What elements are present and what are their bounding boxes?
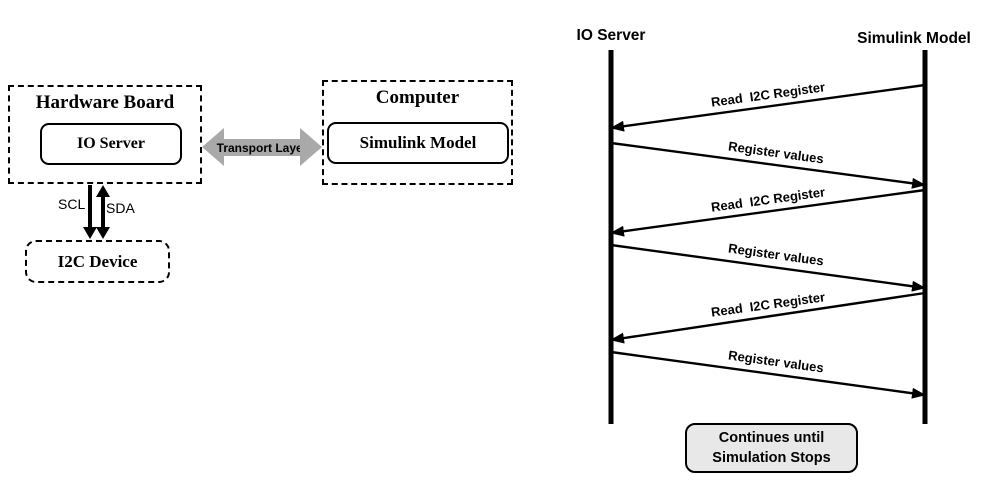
message-arrow-3 (610, 188, 926, 237)
transport-layer-arrow-body: Transport Layer (217, 139, 307, 156)
message-arrow-6 (610, 350, 926, 399)
computer-title: Computer (375, 87, 460, 108)
simulink-model-lifeline-label: Simulink Model (857, 30, 971, 47)
continues-note-box: Continues until Simulation Stops (685, 423, 858, 473)
io-server-box: IO Server (40, 123, 182, 165)
message-arrow-5 (610, 291, 926, 344)
message-arrow-1 (610, 83, 926, 132)
hardware-board-title: Hardware Board (35, 92, 175, 113)
continues-note-line1: Continues until (718, 429, 825, 446)
transport-layer-label: Transport Layer (216, 140, 308, 155)
sequence-diagram-svg (608, 50, 928, 424)
transport-layer-arrow: Transport Layer (202, 128, 322, 167)
simulink-model-box: Simulink Model (327, 122, 509, 164)
continues-note-line2: Simulation Stops (712, 450, 831, 466)
sda-arrow (101, 196, 105, 228)
message-arrow-2 (610, 141, 926, 189)
io-server-lifeline-label: IO Server (576, 27, 646, 44)
message-arrow-4 (610, 243, 926, 292)
scl-arrow (88, 185, 92, 228)
sda-label: SDA (106, 200, 135, 216)
scl-label: SCL (58, 196, 86, 212)
i2c-device-box: I2C Device (25, 240, 170, 283)
